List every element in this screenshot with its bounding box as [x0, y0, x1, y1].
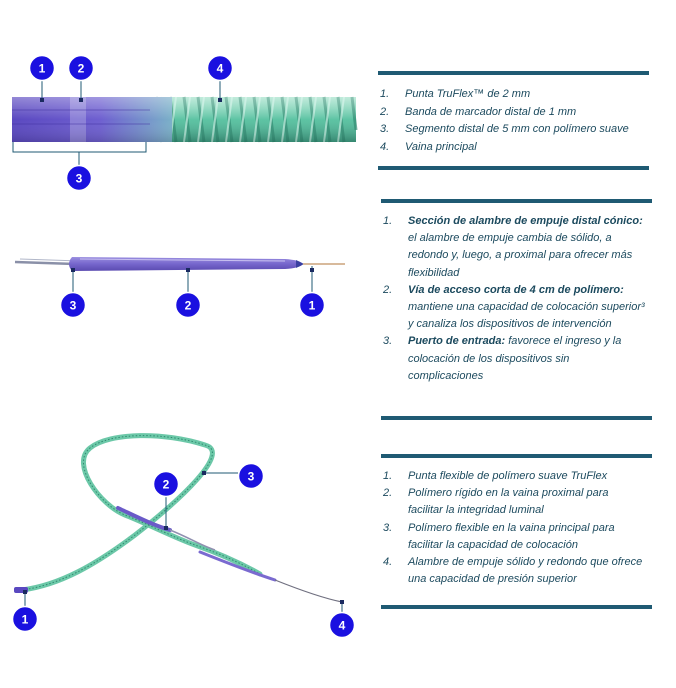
svg-text:3: 3 — [70, 299, 77, 313]
badge-p1-3: 3 — [65, 164, 93, 192]
badge-p1-4: 4 — [206, 54, 234, 82]
svg-text:2: 2 — [163, 478, 170, 492]
badge-p1-2: 2 — [67, 54, 95, 82]
svg-text:1: 1 — [309, 299, 316, 313]
note-item: 4.Alambre de empuje sólido y redondo que… — [383, 556, 643, 586]
svg-text:1: 1 — [22, 613, 29, 627]
badge-p2-2: 2 — [174, 291, 202, 319]
panel2-rapid-exchange-image — [14, 257, 345, 292]
divider-rule — [381, 416, 652, 420]
svg-text:3: 3 — [248, 470, 255, 484]
divider-rule — [381, 605, 652, 609]
note-item: 1.Sección de alambre de empuje distal có… — [383, 215, 643, 279]
svg-text:1: 1 — [39, 62, 46, 76]
note-item: 2.Vía de acceso corta de 4 cm de polímer… — [383, 283, 645, 331]
note-item: 1.Punta TruFlex™ de 2 mm — [380, 88, 531, 100]
note-item: 2.Banda de marcador distal de 1 mm — [380, 105, 577, 118]
note-item: 3.Segmento distal de 5 mm con polímero s… — [380, 123, 629, 135]
badge-p2-1: 1 — [298, 291, 326, 319]
note-item: 1.Punta flexible de polímero suave TruFl… — [383, 470, 608, 482]
panel3-catheter-loop-image — [14, 433, 344, 612]
svg-text:2: 2 — [78, 62, 85, 76]
svg-text:2: 2 — [185, 299, 192, 313]
badge-p3-3: 3 — [237, 462, 265, 490]
note-item: 4.Vaina principal — [380, 140, 477, 153]
badge-p3-1: 1 — [11, 605, 39, 633]
note-item: 2.Polímero rígido en la vaina proximal p… — [383, 487, 609, 517]
divider-rule — [381, 199, 652, 203]
divider-rule — [381, 454, 652, 458]
panel3-notes: 1.Punta flexible de polímero suave TruFl… — [383, 468, 645, 588]
badge-p3-2: 2 — [152, 470, 180, 498]
panel1-catheter-tip-image — [12, 80, 358, 167]
svg-text:4: 4 — [339, 619, 346, 633]
badge-p3-4: 4 — [328, 611, 356, 639]
note-item: 3.Polímero flexible en la vaina principa… — [383, 521, 615, 551]
svg-text:3: 3 — [76, 172, 83, 186]
badge-p2-3: 3 — [59, 291, 87, 319]
svg-text:4: 4 — [217, 62, 224, 76]
note-item: 3.Puerto de entrada: favorece el ingreso… — [383, 335, 622, 382]
badge-p1-1: 1 — [28, 54, 56, 82]
divider-rule — [378, 166, 649, 170]
panel1-notes: 1.Punta TruFlex™ de 2 mm 2.Banda de marc… — [380, 86, 670, 156]
divider-rule — [378, 71, 649, 75]
panel2-notes: 1.Sección de alambre de empuje distal có… — [383, 213, 645, 385]
